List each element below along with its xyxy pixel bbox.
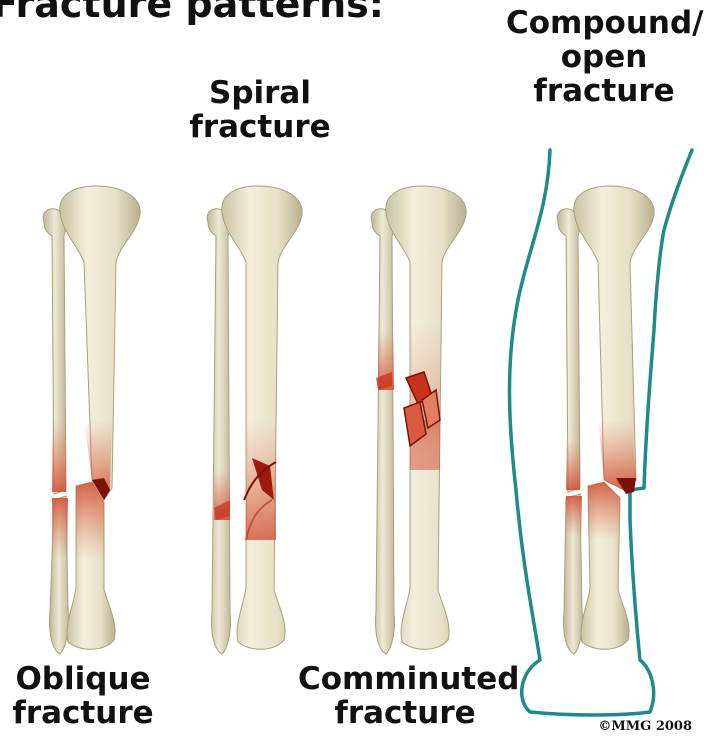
spiral-fracture-bones [207, 186, 302, 654]
oblique-label-line-2: fracture [0, 696, 166, 730]
compound-fracture-bones [510, 150, 693, 715]
spiral-tibia [222, 186, 302, 649]
comminuted-label-line-1: Comminuted [298, 662, 512, 696]
comminuted-fracture-label: Comminuted fracture [298, 662, 512, 730]
compound-label-line-3: fracture [506, 74, 702, 108]
comminuted-label-line-2: fracture [298, 696, 512, 730]
oblique-label-line-1: Oblique [0, 662, 166, 696]
spiral-label-line-1: Spiral [170, 76, 350, 110]
spiral-label-line-2: fracture [170, 110, 350, 144]
spiral-fracture-label: Spiral fracture [170, 76, 350, 144]
comminuted-fracture-bones [371, 186, 466, 654]
diagram-title: Fracture patterns: [0, 0, 384, 24]
oblique-fracture-label: Oblique fracture [0, 662, 166, 730]
oblique-fracture-bones [43, 186, 140, 654]
compound-fracture-label: Compound/ open fracture [506, 6, 702, 108]
copyright-notice: ©MMG 2008 [598, 719, 692, 734]
compound-label-line-2: open [506, 40, 702, 74]
spiral-fibula [207, 209, 230, 654]
comminuted-fibula [371, 209, 394, 654]
compound-label-line-1: Compound/ [506, 6, 702, 40]
